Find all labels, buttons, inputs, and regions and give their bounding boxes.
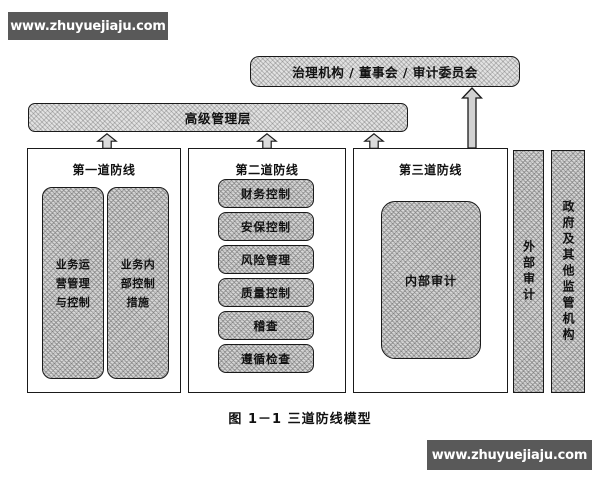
business-operations-control-box[interactable]: 业务运 营管理 与控制: [42, 187, 104, 379]
pill-inspection[interactable]: 稽查: [218, 311, 314, 340]
business-operations-control-label: 业务运 营管理 与控制: [55, 257, 91, 309]
external-audit-column[interactable]: 外部审计: [513, 150, 544, 393]
watermark-top: www.zhuyuejiaju.com: [8, 12, 168, 40]
pill-compliance-check[interactable]: 遵循检查: [218, 344, 314, 373]
internal-audit-label: 内部审计: [404, 273, 457, 288]
panel-second-line-of-defense[interactable]: 第二道防线 财务控制 安保控制 风险管理 质量控制 稽查 遵循检查: [188, 148, 346, 393]
business-internal-control-label: 业务内 部控制 措施: [120, 257, 156, 309]
panel-first-line-title: 第一道防线: [72, 163, 136, 177]
pill-risk-management-label: 风险管理: [241, 252, 291, 267]
pill-financial-control-label: 财务控制: [241, 186, 291, 201]
internal-audit-box[interactable]: 内部审计: [381, 201, 481, 359]
business-internal-control-box[interactable]: 业务内 部控制 措施: [107, 187, 169, 379]
governance-box[interactable]: 治理机构 / 董事会 / 审计委员会: [250, 56, 520, 87]
arrow-line1-to-management-icon: [96, 133, 118, 149]
pill-financial-control[interactable]: 财务控制: [218, 179, 314, 208]
senior-management-box[interactable]: 高级管理层: [28, 103, 408, 132]
governance-label: 治理机构 / 董事会 / 审计委员会: [292, 65, 478, 80]
government-regulators-column[interactable]: 政府及其他监管机构: [551, 150, 585, 393]
panel-first-line-of-defense[interactable]: 第一道防线 业务运 营管理 与控制 业务内 部控制 措施: [27, 148, 181, 393]
government-regulators-label: 政府及其他监管机构: [561, 199, 575, 344]
arrow-line3-to-management-icon: [363, 133, 385, 149]
watermark-bottom: www.zhuyuejiaju.com: [427, 440, 592, 470]
pill-quality-control[interactable]: 质量控制: [218, 278, 314, 307]
figure-caption: 图 1－1 三道防线模型: [228, 412, 372, 427]
arrow-line2-to-management-icon: [256, 133, 278, 149]
pill-security-control-label: 安保控制: [241, 219, 291, 234]
panel-third-line-title: 第三道防线: [398, 163, 462, 177]
pill-quality-control-label: 质量控制: [241, 285, 291, 300]
second-line-item-stack: 财务控制 安保控制 风险管理 质量控制 稽查 遵循检查: [218, 179, 314, 377]
pill-compliance-check-label: 遵循检查: [241, 351, 291, 366]
senior-management-label: 高级管理层: [184, 111, 252, 126]
panel-third-line-of-defense[interactable]: 第三道防线 内部审计: [353, 148, 508, 393]
pill-risk-management[interactable]: 风险管理: [218, 245, 314, 274]
pill-security-control[interactable]: 安保控制: [218, 212, 314, 241]
arrow-line3-to-governance-icon: [460, 87, 484, 149]
pill-inspection-label: 稽查: [253, 318, 279, 333]
panel-second-line-title: 第二道防线: [235, 163, 299, 177]
external-audit-label: 外部审计: [521, 239, 536, 304]
